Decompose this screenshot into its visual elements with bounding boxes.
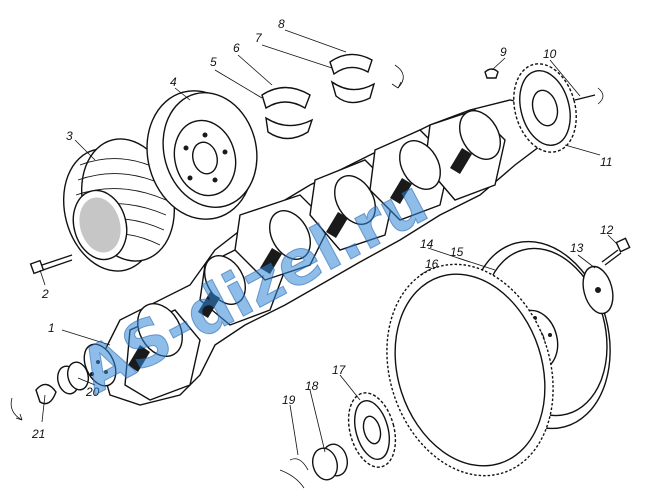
callout-16: 16 (425, 257, 439, 271)
callout-15: 15 (450, 245, 464, 259)
callout-18: 18 (305, 379, 319, 393)
retaining-ring-front (10, 383, 57, 421)
crankshaft-gear-front (347, 392, 397, 468)
callout-6: 6 (233, 41, 240, 55)
bushing (56, 361, 90, 395)
thrust-half-rings (329, 53, 404, 104)
callout-5: 5 (210, 55, 217, 69)
flywheel-bolt (601, 237, 631, 266)
callout-12: 12 (600, 223, 614, 237)
callout-19: 19 (282, 393, 296, 407)
callout-8: 8 (278, 17, 285, 31)
callout-9: 9 (500, 45, 507, 59)
main-bearing-shells-front (261, 86, 314, 140)
callout-10: 10 (543, 47, 557, 61)
callout-13: 13 (570, 241, 584, 255)
crankshaft-gear-rear (513, 63, 577, 153)
callout-7: 7 (255, 31, 263, 45)
crankshaft (83, 92, 557, 406)
callout-3: 3 (66, 129, 73, 143)
callout-21: 21 (31, 427, 45, 441)
callout-17: 17 (332, 363, 347, 377)
flywheel-washer (582, 265, 614, 315)
spacer-ring (311, 443, 349, 481)
retaining-ring-rear (279, 458, 309, 489)
callout-2: 2 (41, 287, 49, 301)
callout-4: 4 (170, 75, 177, 89)
callout-11: 11 (600, 155, 612, 169)
pulley-bolt (29, 254, 73, 275)
callout-14: 14 (420, 237, 434, 251)
damper (146, 90, 258, 220)
dowel-pin (574, 87, 604, 105)
leader-lines (39, 29, 619, 456)
callout-labels: 1 2 3 4 5 6 7 8 9 10 11 12 13 14 15 16 1… (31, 17, 614, 441)
callout-20: 20 (85, 385, 100, 399)
flywheel-ring-gear (386, 263, 554, 477)
woodruff-key (484, 68, 499, 79)
callout-1: 1 (48, 321, 55, 335)
